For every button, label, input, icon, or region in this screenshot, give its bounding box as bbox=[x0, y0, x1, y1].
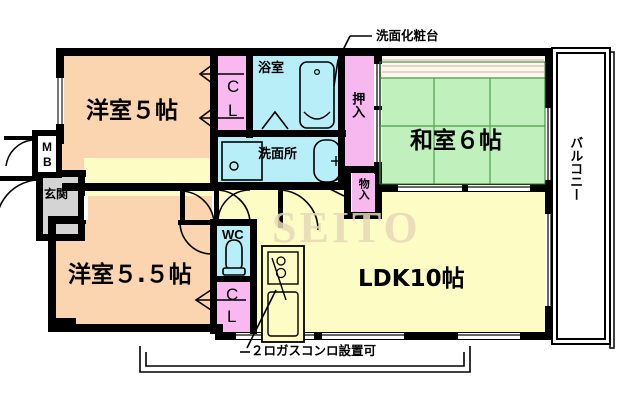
label-entrance: 玄関 bbox=[44, 187, 69, 201]
balcony-outline-drop bbox=[609, 51, 615, 349]
wall-y5-right bbox=[210, 48, 218, 190]
stove-leader2 bbox=[271, 257, 287, 301]
meterbox-inner bbox=[38, 136, 56, 172]
wall-right-interior bbox=[545, 48, 553, 340]
balcony-door-1l bbox=[547, 108, 549, 180]
bath-door bbox=[261, 110, 289, 130]
bathtub-curve bbox=[303, 111, 331, 120]
washitsu-door-2l bbox=[468, 186, 530, 188]
wall-top bbox=[62, 48, 552, 56]
label-balcony: バルコニー bbox=[567, 136, 583, 201]
bathtub-outline bbox=[299, 61, 335, 129]
label-wc: WC bbox=[222, 227, 244, 242]
mb-door-arc bbox=[5, 139, 33, 167]
ldk-door-leaf bbox=[278, 188, 283, 228]
wall-bath-left bbox=[246, 48, 253, 138]
wall-wc-bottom-sep bbox=[214, 276, 254, 282]
window-bottom-3l1 bbox=[458, 334, 520, 336]
window-left-upper-line1 bbox=[57, 78, 59, 124]
window-left-upper-line2 bbox=[61, 78, 63, 124]
balcony-outline-inner bbox=[556, 52, 606, 340]
label-meterbox-m: M bbox=[42, 140, 52, 154]
annotation-box bbox=[139, 346, 471, 373]
wall-monoire-bottom bbox=[344, 212, 382, 219]
wall-washitsu-bottom bbox=[378, 184, 548, 192]
gas-stove bbox=[267, 251, 299, 285]
washroom-door-arc bbox=[215, 189, 251, 223]
washitsu-top-strip bbox=[380, 56, 545, 78]
annotation-stove: ２ロガスコンロ設置可 bbox=[251, 343, 377, 358]
washitsu-door-1l bbox=[398, 186, 462, 188]
wall-entrance-left bbox=[36, 176, 43, 240]
cl-top-arrows bbox=[198, 61, 244, 131]
leader-stove bbox=[240, 289, 277, 353]
room-label-yoshitsu5: 洋室５帖 bbox=[86, 98, 178, 124]
toilet-tank bbox=[222, 267, 246, 276]
wall-y5-bottom bbox=[62, 183, 214, 191]
wall-oshiire-left bbox=[338, 48, 345, 182]
washroom-door-leaf bbox=[214, 188, 219, 222]
monoire-arrow bbox=[322, 175, 350, 197]
label-closet-c-upper: C bbox=[227, 77, 240, 96]
bathtub-drain bbox=[314, 68, 321, 75]
label-washroom: 洗面所 bbox=[258, 147, 298, 162]
wall-entrance-right bbox=[78, 176, 85, 240]
wall-left-mid bbox=[56, 170, 86, 177]
oshiire-door-2a bbox=[376, 110, 378, 162]
label-closet-l-lower: L bbox=[227, 307, 237, 326]
vanity-outline bbox=[221, 141, 263, 181]
toilet-bowl bbox=[225, 239, 243, 271]
wall-monoire-left bbox=[344, 166, 351, 218]
wall-entrance-bottom bbox=[36, 234, 85, 241]
y55-door-arc bbox=[179, 221, 212, 255]
balcony-fill bbox=[548, 52, 610, 340]
closet-cl-bottom-fill bbox=[216, 282, 252, 332]
oshiire-fill bbox=[342, 56, 376, 168]
window-left-upper bbox=[56, 78, 64, 124]
wall-bath-bottom bbox=[216, 130, 346, 137]
label-closet-l-upper: L bbox=[228, 101, 238, 120]
y55-door-leaf bbox=[178, 220, 210, 225]
label-bath: 浴室 bbox=[258, 61, 285, 76]
label-monoire: 物入 bbox=[357, 178, 371, 200]
wall-bottom-left-corner bbox=[48, 318, 76, 332]
leader-vanity bbox=[333, 35, 372, 87]
wall-wc-top bbox=[210, 219, 257, 226]
wall-bottom-left bbox=[48, 324, 223, 332]
wall-wc-left bbox=[210, 222, 217, 334]
room-label-washitsu: 和室６帖 bbox=[410, 128, 502, 154]
washitsu-shelf-lines bbox=[382, 59, 544, 73]
label-oshiire: 押入 bbox=[349, 92, 365, 118]
y5-door-arc bbox=[181, 190, 215, 223]
oshiire-door-1a bbox=[376, 62, 378, 106]
wall-monoire-top bbox=[344, 166, 382, 173]
entrance-door-arc bbox=[0, 179, 37, 209]
seito-watermark: SEITO bbox=[272, 203, 421, 252]
wall-washroom-bottom bbox=[214, 182, 344, 190]
wall-left-lower-step bbox=[48, 216, 86, 224]
wall-washitsu-left bbox=[374, 56, 382, 64]
ldk-door-arc bbox=[279, 189, 319, 231]
cl-bottom-arrows bbox=[194, 287, 246, 313]
bath-fill bbox=[252, 56, 340, 134]
wall-left-lower bbox=[48, 222, 56, 330]
entrance-sill bbox=[84, 196, 88, 220]
closet-cl-top-fill bbox=[218, 56, 250, 134]
balcony-door-2l bbox=[547, 214, 549, 306]
stove-burner-1 bbox=[276, 256, 286, 266]
window-bottom-2l1 bbox=[322, 334, 404, 336]
entrance-door-leaf bbox=[0, 176, 36, 181]
tatami-grid-dark bbox=[379, 61, 546, 185]
y5-door-leaf bbox=[180, 188, 185, 222]
wc-door-arc bbox=[217, 189, 251, 223]
mb-door-leaf bbox=[4, 136, 34, 140]
monoire-fill bbox=[352, 172, 376, 216]
annotation-vanity: 洗面化粧台 bbox=[376, 28, 439, 43]
room-label-yoshitsu55: 洋室５.５帖 bbox=[68, 262, 192, 288]
room-label-ldk: LDK10帖 bbox=[358, 266, 465, 292]
label-meterbox-b: B bbox=[43, 155, 52, 169]
vanity-bowl bbox=[229, 161, 239, 171]
label-closet-c-lower: C bbox=[226, 285, 239, 304]
